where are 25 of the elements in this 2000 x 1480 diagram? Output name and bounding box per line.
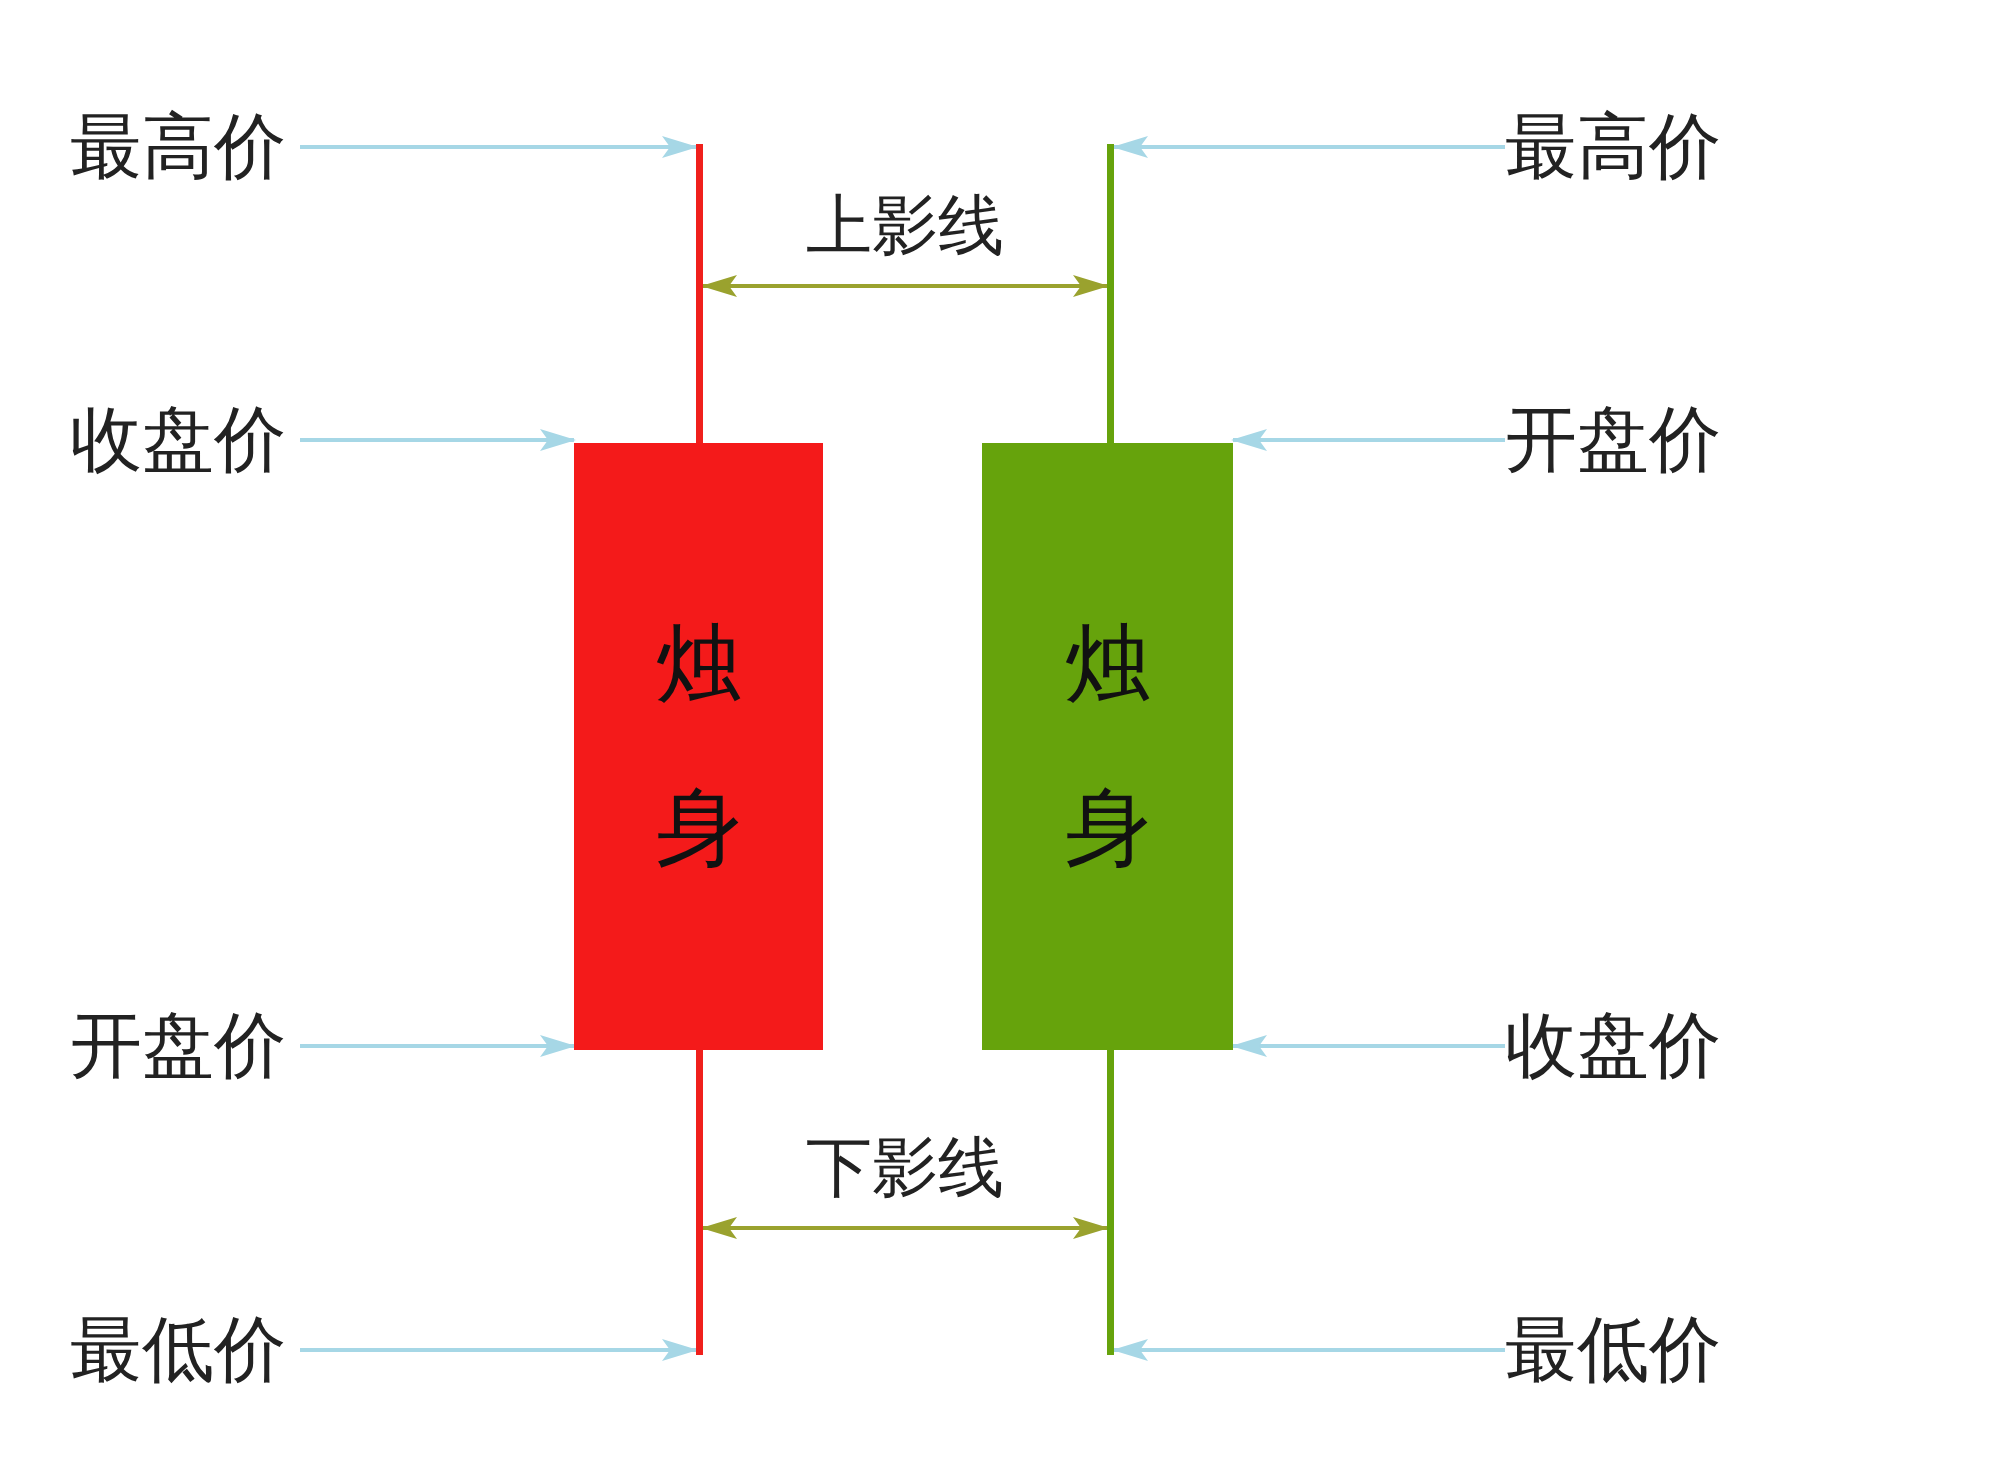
price-label: 收盘价 [1505,1001,1735,1091]
price-label: 收盘价 [70,395,300,485]
candle-wick [1107,144,1114,443]
double-arrow [701,275,1109,297]
arrow [1112,136,1505,158]
candle-body [982,443,1233,1050]
candle-wick [696,144,703,443]
price-label: 开盘价 [1505,395,1735,485]
arrow [300,136,698,158]
double-arrow [701,1217,1109,1239]
arrow [1112,1339,1505,1361]
arrow [300,1035,576,1057]
arrow [1231,429,1505,451]
price-label: 最低价 [70,1305,300,1395]
candle-body [574,443,823,1050]
arrow [300,1339,698,1361]
candle-wick [696,1050,703,1355]
body-label: 烛身 [655,615,742,878]
price-label: 开盘价 [70,1001,300,1091]
price-label: 最高价 [70,102,300,192]
candle-wick [1107,1050,1114,1355]
body-label: 烛身 [1064,615,1151,878]
price-label: 最低价 [1505,1305,1735,1395]
price-label: 最高价 [1505,102,1735,192]
arrow [300,429,576,451]
